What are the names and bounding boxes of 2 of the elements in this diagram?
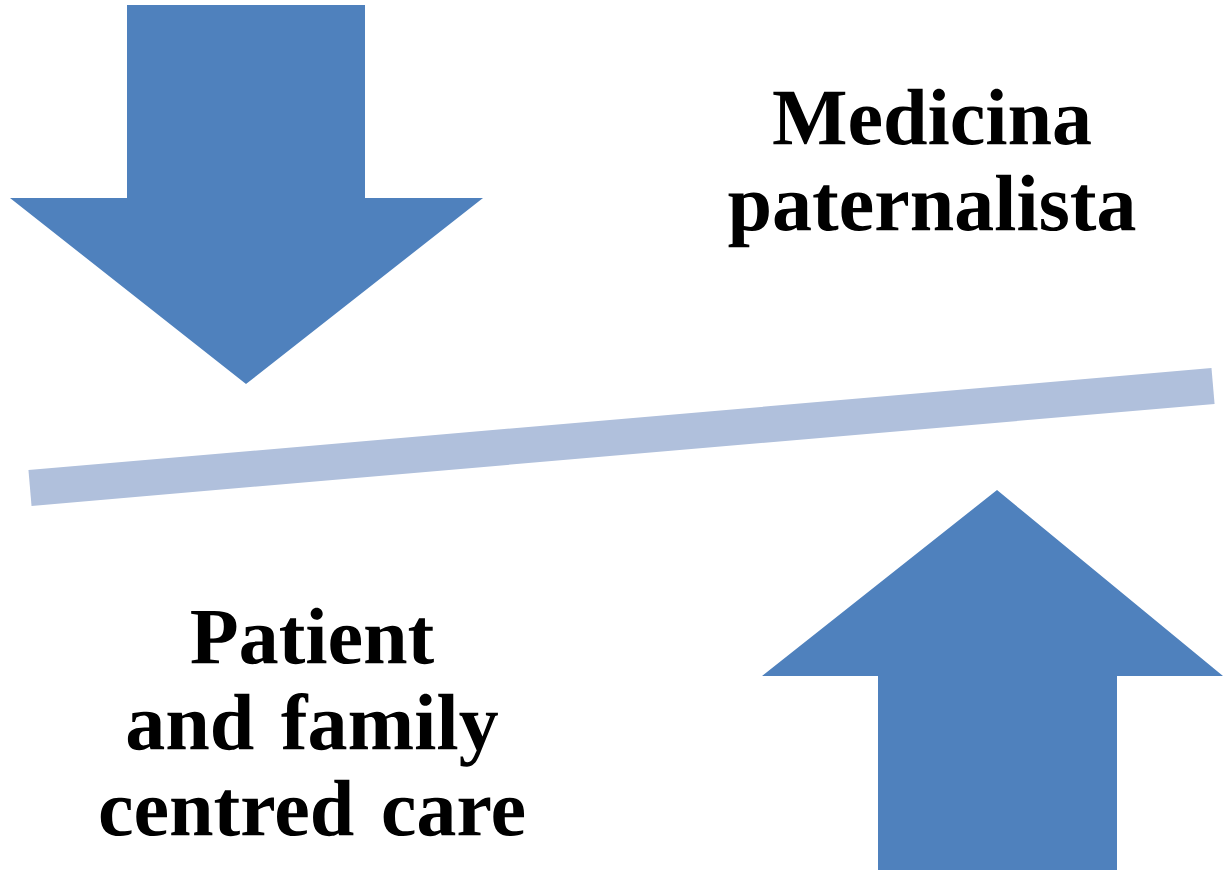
label-text: Patient and family centred care <box>100 607 524 837</box>
label-text: Medicina paternalista <box>728 88 1136 248</box>
